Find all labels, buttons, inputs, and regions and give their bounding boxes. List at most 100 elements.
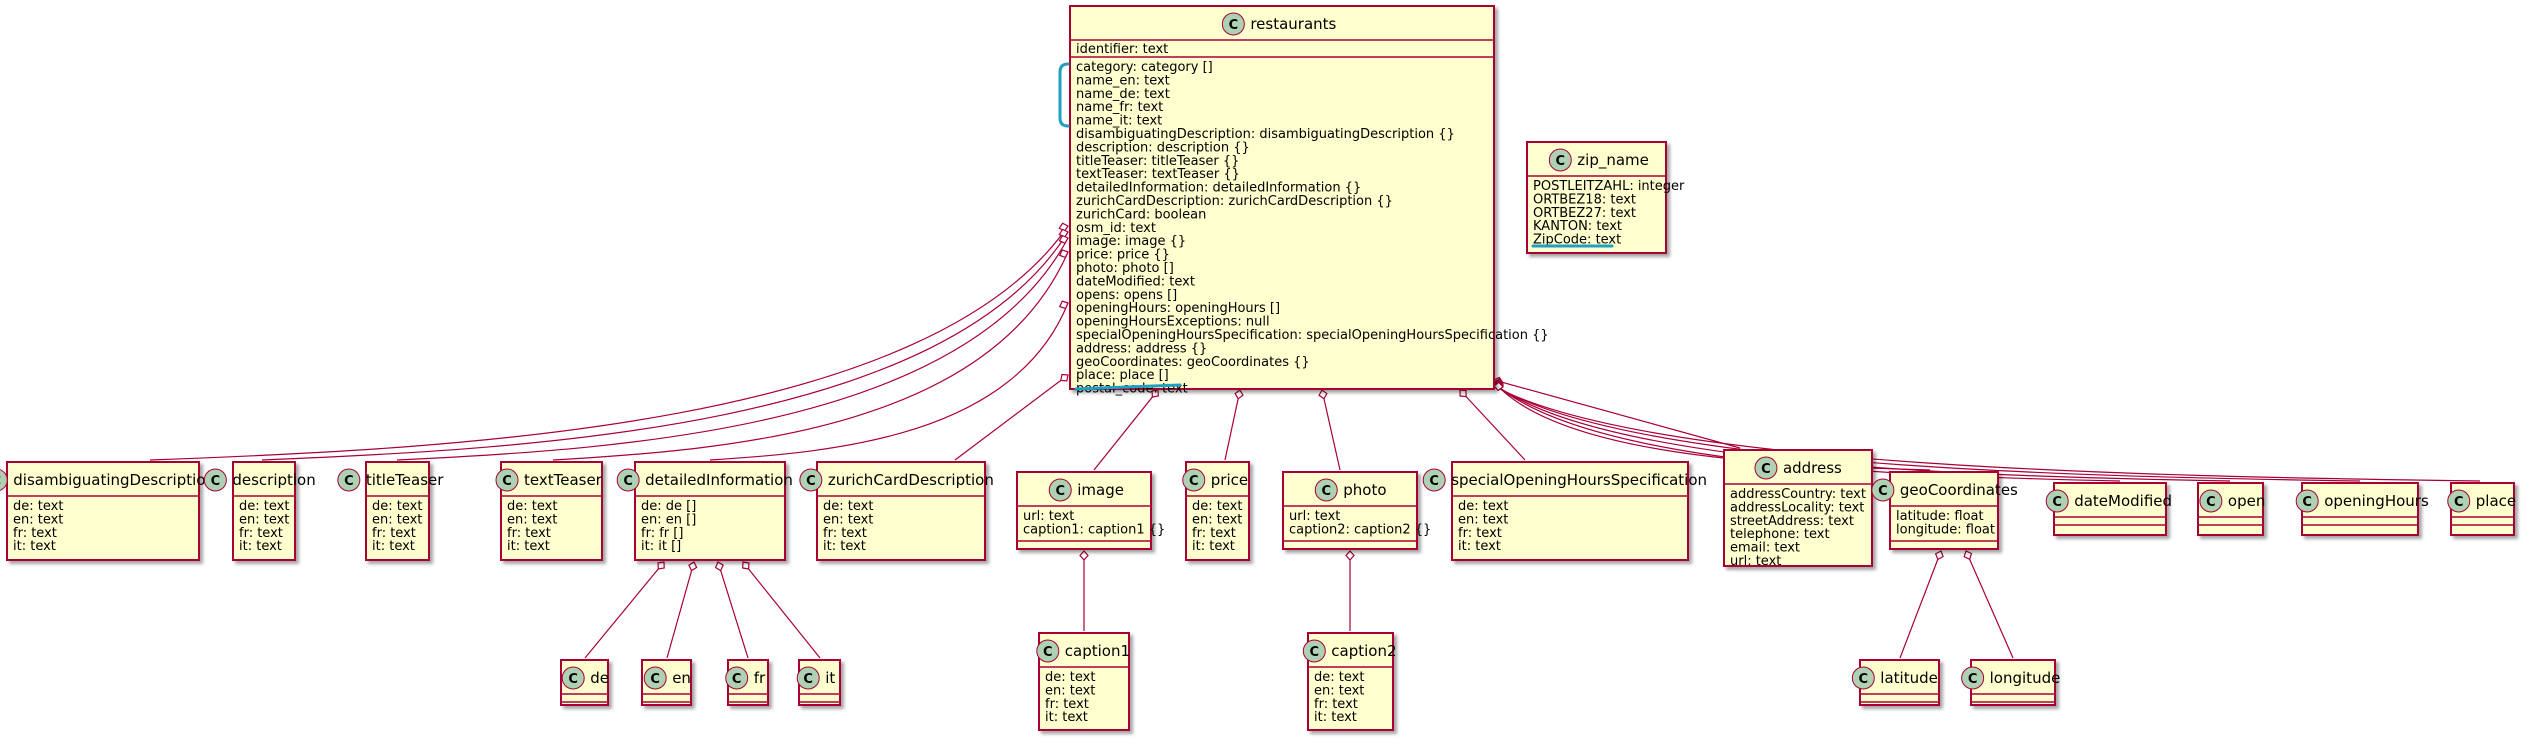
class-attribute: en: text	[507, 512, 557, 527]
class-attribute: de: text	[507, 499, 557, 514]
class-attribute: fr: fr []	[641, 526, 683, 541]
class-attribute: fr: text	[1192, 526, 1236, 541]
class-title: openingHours	[2324, 492, 2429, 510]
class-box	[365, 461, 430, 561]
class-letter: C	[623, 474, 633, 489]
class-letter: C	[1043, 645, 1053, 660]
class-attribute: it: text	[1458, 539, 1501, 554]
aggregation-diamond	[1058, 222, 1069, 232]
class-en[interactable]: enC	[641, 659, 692, 706]
class-title: it	[825, 669, 835, 687]
name-fields-bracket	[1058, 62, 1070, 128]
class-attribute: name_it: text	[1076, 114, 1162, 129]
class-box	[1451, 461, 1689, 561]
class-attribute: en: text	[1458, 512, 1508, 527]
association-restaurants-titleTeaser	[396, 237, 1069, 461]
association-detailedInformation-it	[742, 561, 821, 659]
class-stereotype-icon	[1548, 148, 1572, 172]
association-detailedInformation-en	[666, 561, 695, 659]
class-attribute: de: text	[1314, 670, 1364, 685]
class-attribute: KANTON: text	[1533, 219, 1622, 234]
class-attribute: name_de: text	[1076, 87, 1170, 102]
class-stereotype-icon	[495, 468, 519, 492]
class-attribute: dateModified: text	[1076, 274, 1195, 289]
class-attribute: latitude: float	[1896, 509, 1984, 524]
class-attribute: fr: text	[1458, 526, 1502, 541]
class-letter: C	[1055, 484, 1065, 499]
class-title: dateModified	[2074, 492, 2172, 510]
class-stereotype-icon	[643, 666, 667, 690]
class-title: photo	[1343, 481, 1386, 499]
class-attribute: addressCountry: text	[1730, 487, 1866, 502]
association-geoCoordinates-latitude	[1899, 550, 1942, 659]
class-stereotype-icon	[1961, 666, 1985, 690]
class-attribute: caption2: caption2 {}	[1289, 522, 1431, 537]
class-letter: C	[211, 474, 221, 489]
class-attribute: en: text	[239, 512, 289, 527]
class-attribute: it: text	[1192, 539, 1235, 554]
class-attribute: en: text	[823, 512, 873, 527]
class-attribute: it: text	[823, 539, 866, 554]
class-attribute: zurichCard: boolean	[1076, 207, 1206, 222]
postal-code-link-mark	[1074, 383, 1182, 391]
class-attribute: en: text	[1314, 683, 1364, 698]
association-restaurants-price	[1224, 389, 1241, 461]
aggregation-diamond	[1058, 300, 1069, 310]
class-letter: C	[2052, 495, 2062, 510]
class-stereotype-icon	[1754, 456, 1778, 480]
class-it[interactable]: itC	[796, 659, 841, 706]
class-stereotype-icon	[1182, 468, 1206, 492]
class-box	[1282, 471, 1418, 550]
class-letter: C	[344, 474, 354, 489]
class-attribute: de: text	[1045, 670, 1095, 685]
association-geoCoordinates-longitude	[1965, 550, 2014, 659]
class-attribute: en: text	[1192, 512, 1242, 527]
class-stereotype-icon	[1302, 639, 1326, 663]
class-attribute: de: text	[372, 499, 422, 514]
accent-marks	[1058, 62, 1614, 391]
aggregation-diamond	[1058, 228, 1069, 238]
class-attribute: ORTBEZ18: text	[1533, 192, 1636, 207]
class-box	[1016, 471, 1152, 550]
class-attribute: it: text	[372, 539, 415, 554]
class-stereotype-icon	[1036, 639, 1060, 663]
class-attribute: it: text	[239, 539, 282, 554]
class-title: disambiguatingDescription	[13, 471, 215, 489]
class-title: en	[672, 669, 691, 687]
class-letter: C	[1859, 672, 1869, 687]
class-attribute: caption1: caption1 {}	[1023, 522, 1165, 537]
aggregation-diamond	[1058, 249, 1069, 259]
aggregation-diamond	[688, 561, 698, 572]
class-attribute: de: text	[239, 499, 289, 514]
aggregation-diamond	[1459, 389, 1467, 398]
class-attribute: url: text	[1289, 509, 1340, 524]
class-attribute: url: text	[1023, 509, 1074, 524]
class-attribute: textTeaser: textTeaser {}	[1076, 167, 1240, 182]
association-restaurants-zurichCardDescription	[954, 374, 1069, 461]
class-de[interactable]: deC	[560, 659, 609, 706]
class-fr[interactable]: frC	[725, 659, 769, 706]
class-dateModified[interactable]: dateModified C	[2045, 482, 2172, 536]
